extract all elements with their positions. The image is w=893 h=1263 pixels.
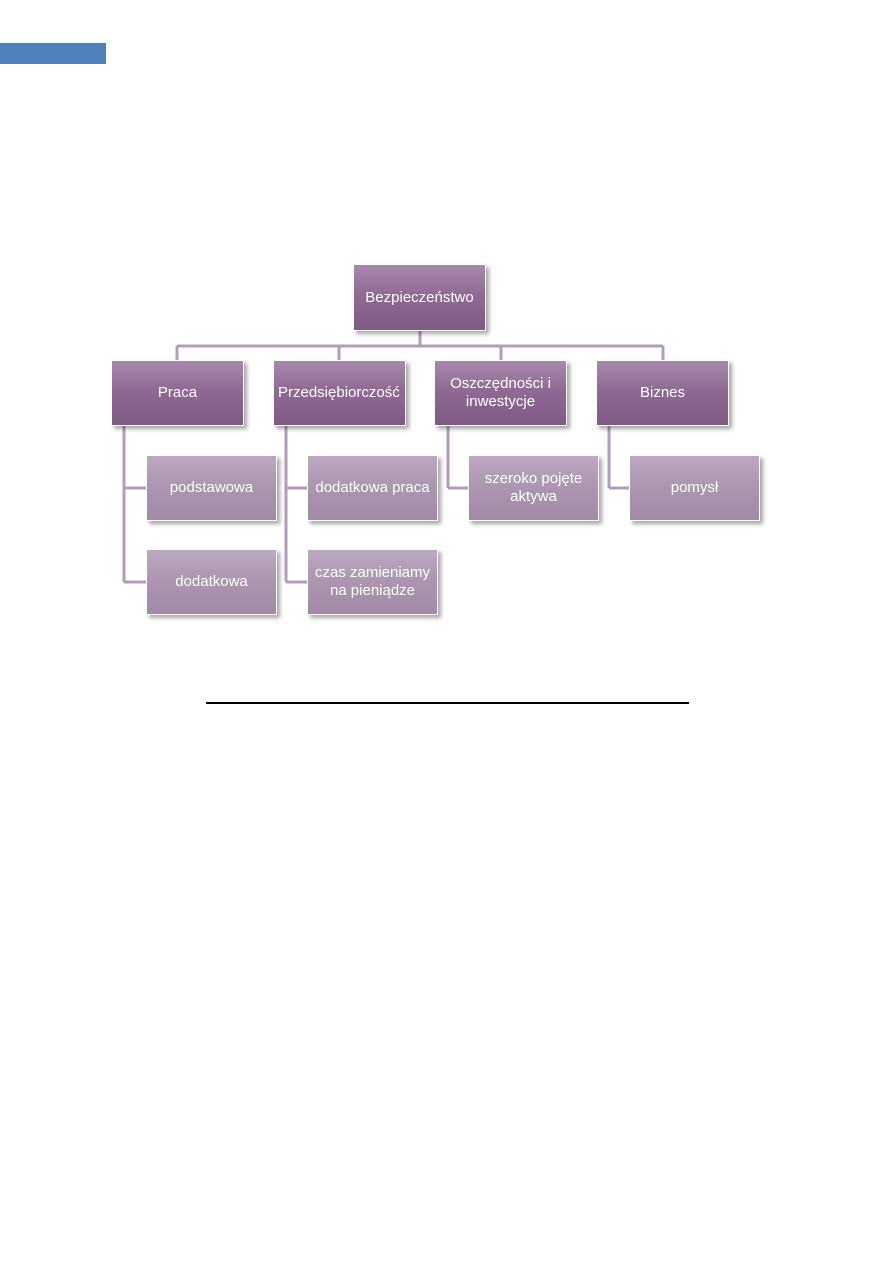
node-podstawowa: podstawowa — [146, 455, 277, 521]
node-czas-zamieniamy-label: czas zamieniamy na pieniądze — [314, 564, 431, 599]
horizontal-rule — [206, 702, 689, 704]
node-podstawowa-label: podstawowa — [169, 479, 254, 496]
node-czas-zamieniamy: czas zamieniamy na pieniądze — [307, 549, 438, 615]
node-root: Bezpieczeństwo — [353, 264, 486, 331]
node-biznes: Biznes — [596, 360, 729, 426]
node-dodatkowa-praca-label: dodatkowa praca — [315, 479, 430, 496]
node-praca-label: Praca — [157, 384, 198, 401]
node-dodatkowa-praca: dodatkowa praca — [307, 455, 438, 521]
node-biznes-label: Biznes — [639, 384, 686, 401]
node-przedsiebiorczosc-label: Przedsiębiorczość — [278, 384, 400, 401]
node-praca: Praca — [111, 360, 244, 426]
header-tab-decoration — [0, 43, 106, 64]
node-dodatkowa-label: dodatkowa — [175, 573, 248, 590]
node-szeroko-pojete-aktywa-label: szeroko pojęte aktywa — [484, 470, 583, 505]
node-przedsiebiorczosc: Przedsiębiorczość — [273, 360, 406, 426]
node-szeroko-pojete-aktywa: szeroko pojęte aktywa — [468, 455, 599, 521]
node-oszczednosci-label: Oszczędności i inwestycje — [450, 375, 551, 410]
node-pomysl: pomysł — [629, 455, 760, 521]
node-root-label: Bezpieczeństwo — [365, 288, 474, 306]
node-oszczednosci: Oszczędności i inwestycje — [434, 360, 567, 426]
node-dodatkowa: dodatkowa — [146, 549, 277, 615]
node-pomysl-label: pomysł — [670, 479, 719, 496]
